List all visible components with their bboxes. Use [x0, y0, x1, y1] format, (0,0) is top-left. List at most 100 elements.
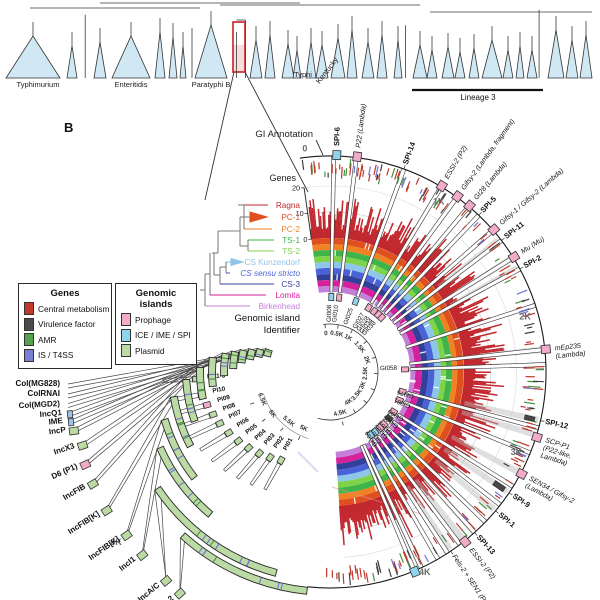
histogram-bar	[341, 224, 345, 239]
histogram-bar	[411, 254, 421, 267]
gene-mark	[510, 275, 517, 280]
histogram-bar	[459, 336, 471, 341]
histogram-bar	[405, 241, 420, 262]
lane-mark	[195, 501, 201, 506]
inner-scale-label: 6K	[267, 409, 278, 420]
histogram-bar	[358, 227, 363, 242]
histogram-bar	[434, 279, 447, 290]
collapsed-clade-triangle	[194, 23, 228, 79]
histogram-bar	[450, 307, 463, 315]
histogram-bar	[309, 200, 316, 239]
lane-mark	[280, 583, 283, 590]
histogram-bar	[366, 500, 375, 524]
histogram-bar	[380, 232, 389, 249]
gene-mark	[523, 401, 535, 405]
histogram-bar	[463, 382, 504, 388]
pi-box-PI04	[243, 442, 254, 453]
gene-mark	[487, 241, 496, 249]
legend-item-label: Prophage	[135, 314, 171, 325]
histogram-bar	[364, 501, 373, 527]
lane-mark	[187, 407, 194, 410]
gene-mark	[526, 421, 533, 425]
gene-mark	[460, 208, 468, 216]
gi-box-GI105	[375, 422, 385, 433]
histogram-bar	[393, 489, 408, 515]
outer-feature-label: P22 (Lambda)	[355, 103, 368, 148]
callout-wedge	[199, 432, 227, 452]
histogram-bar	[462, 347, 504, 355]
pi-box-PI01	[276, 455, 286, 466]
outer-feature-label: SPI-6	[332, 127, 342, 146]
outer-scale-label: 0	[302, 143, 307, 153]
histogram-bar	[449, 306, 460, 313]
lane-label-IncX3: IncX3	[53, 441, 77, 456]
lane-mark	[177, 422, 184, 426]
histogram-bar	[450, 429, 463, 436]
collapsed-clade-triangle	[441, 46, 455, 79]
histogram-bar	[423, 267, 435, 278]
gene-mark	[379, 164, 383, 172]
island-box-SCP-P1 (P22-like, Lambda)	[531, 431, 543, 443]
histogram-bar	[342, 505, 346, 523]
histogram-bar	[461, 397, 476, 403]
histogram-bar	[462, 389, 498, 396]
histogram-bar	[347, 218, 353, 240]
ring-gap	[372, 299, 378, 306]
histogram-bar	[424, 262, 441, 279]
histogram-bar	[445, 297, 458, 306]
histogram-bar	[452, 425, 481, 440]
histogram-bar	[377, 236, 383, 248]
outer-feature-text: Mu (Mu)	[520, 236, 546, 256]
lane-box-IncA/C	[159, 574, 173, 588]
plasmid-arc-ColRNAI	[254, 347, 265, 359]
lane-mark	[186, 403, 193, 406]
histogram-bar	[463, 357, 497, 362]
histogram-bar	[367, 500, 376, 524]
collapsed-clade-triangle	[346, 29, 358, 79]
gene-mark	[412, 550, 418, 558]
gi-box-GI081	[394, 395, 405, 405]
collapsed-clade-triangle	[515, 45, 525, 79]
inner-scale-label: 0	[324, 330, 329, 337]
outer-feature-text: SCP-P1(P22-like,Lambda)	[540, 437, 575, 468]
legend-item-is-t4ss: IS / T4SS	[24, 348, 106, 362]
lane-leader	[179, 532, 186, 596]
histogram-bar	[463, 377, 476, 380]
lane-mark	[196, 530, 202, 536]
plasmid-arc-IncP	[220, 352, 230, 377]
gene-mark	[524, 331, 535, 335]
histogram-bar	[428, 275, 437, 283]
lane-mark	[212, 556, 218, 563]
histogram-bar	[406, 234, 427, 263]
gene-mark	[435, 198, 444, 210]
histogram-bar	[401, 245, 411, 260]
lane-mark	[239, 355, 246, 359]
taxon-label-CS-3: CS-3	[281, 280, 300, 289]
highlight-tint	[233, 45, 245, 72]
inner-scale-label: 2.5K	[362, 366, 369, 380]
lane-label-Col(MG828): Col(MG828)	[16, 379, 61, 388]
plasmid-swatch	[121, 344, 131, 357]
histogram-bar	[412, 243, 431, 267]
gene-mark	[392, 563, 399, 576]
pi-identifier-label: PI08	[222, 402, 237, 413]
histogram-bar	[454, 314, 478, 325]
collapsed-clade-triangle	[168, 36, 178, 79]
gene-mark	[442, 202, 449, 211]
histogram-bar	[438, 286, 451, 296]
outer-feature-label: ESSI-2 (P2)	[444, 145, 469, 181]
histogram-bar	[392, 489, 399, 501]
gene-mark	[377, 178, 381, 185]
histogram-bar	[437, 276, 460, 294]
gene-mark	[388, 568, 392, 578]
histogram-bar	[437, 450, 468, 474]
histogram-bar	[323, 207, 327, 239]
gene-mark	[359, 163, 363, 177]
ring-gap	[349, 270, 353, 277]
lane-leader	[82, 357, 217, 448]
histogram-bar	[455, 322, 466, 328]
lane-label-IncI1: IncI1	[117, 554, 137, 573]
gene-mark	[433, 198, 440, 209]
outer-circle	[299, 155, 547, 589]
lane-mark	[168, 467, 175, 472]
